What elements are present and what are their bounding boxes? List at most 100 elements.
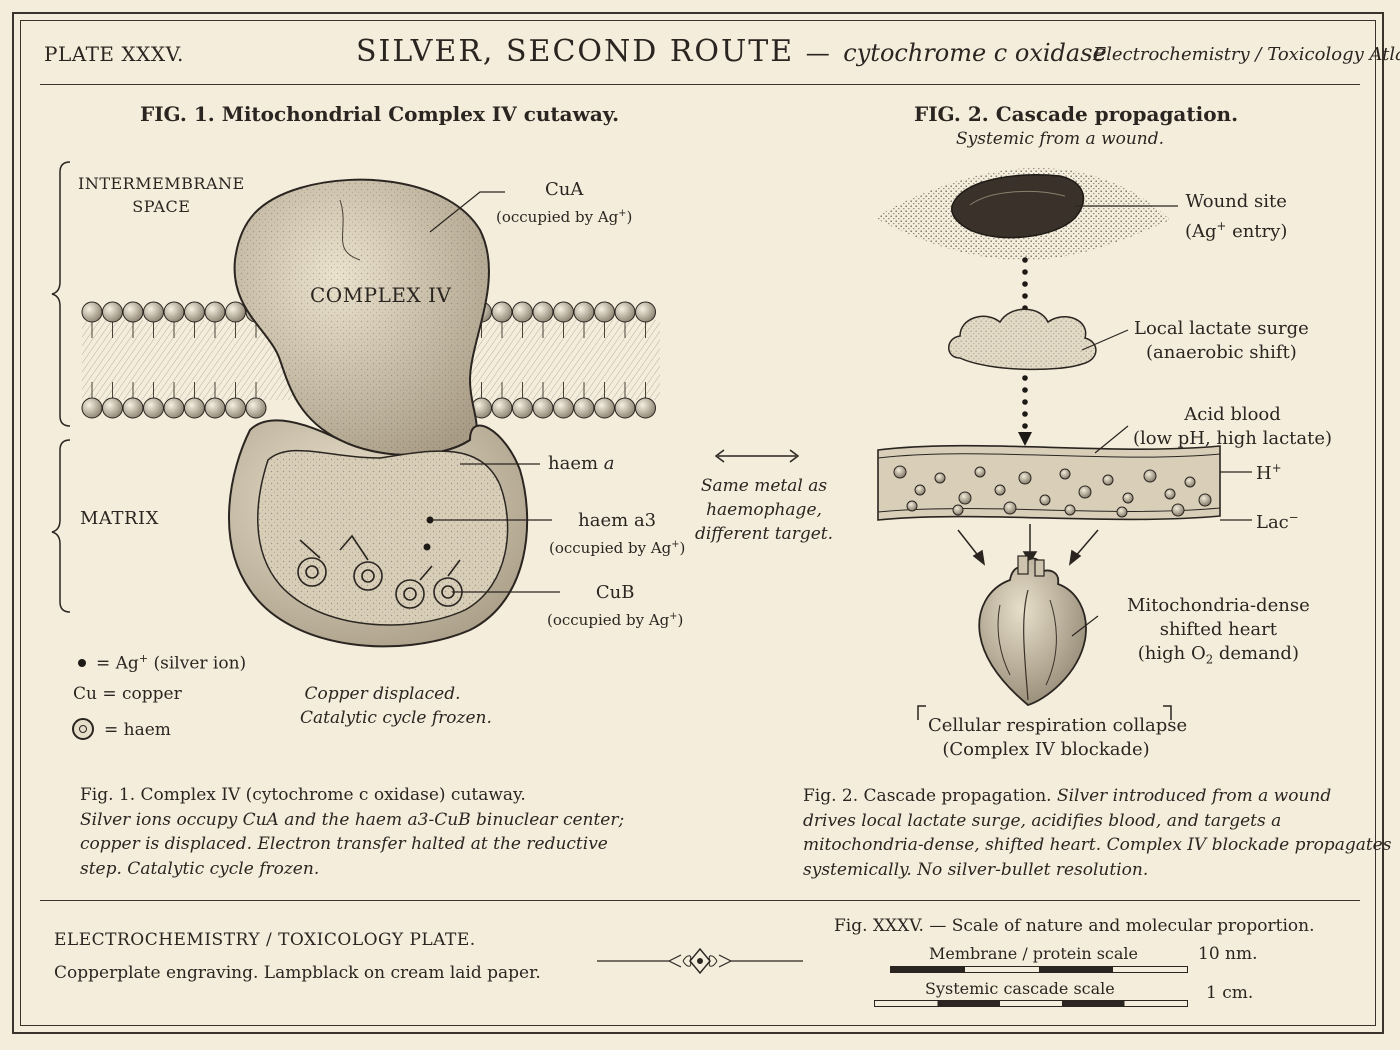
blood-cell xyxy=(1164,488,1176,500)
blood-cell xyxy=(893,465,907,479)
blood-cell xyxy=(1039,494,1051,506)
fig2-caption: Fig. 2. Cascade propagation. Silver intr… xyxy=(803,784,1391,882)
blood-cell xyxy=(1116,506,1128,518)
label-lactate-line: Local lactate surge xyxy=(1134,318,1309,339)
label-cub-name: CuB xyxy=(595,582,635,603)
lipid-head xyxy=(553,397,574,419)
blood-vessel-illustration xyxy=(877,444,1221,521)
blood-cell xyxy=(1064,504,1076,516)
fig1-leader-lines xyxy=(429,191,560,593)
label-h-plus: H+ xyxy=(1256,461,1282,484)
fig2-caption-line: systemically. No silver-bullet resolutio… xyxy=(803,859,1149,880)
label-cub-note: (occupied by Ag+) xyxy=(547,611,684,629)
label-lactate-line: (anaerobic shift) xyxy=(1146,342,1297,363)
label-wound-site: Wound site (Ag+ entry) xyxy=(1185,190,1287,244)
blood-cell xyxy=(958,491,972,505)
label-haem-a3-note: (occupied by Ag+) xyxy=(549,539,686,557)
fig1-caption-line: copper is displaced. Electron transfer h… xyxy=(80,834,608,854)
scale2-label: Systemic cascade scale xyxy=(925,979,1115,998)
region-label-intermembrane: INTERMEMBRANE SPACE xyxy=(78,172,245,218)
middle-note-line: Same metal as xyxy=(700,476,828,496)
page-title: SILVER, SECOND ROUTE — cytochrome c oxid… xyxy=(356,34,1107,69)
fig1-note-line: Copper displaced. xyxy=(304,684,461,704)
label-cua: CuA (occupied by Ag+) xyxy=(496,178,632,229)
middle-note: Same metal as haemophage, different targ… xyxy=(694,474,834,546)
label-heart: Mitochondria-dense shifted heart (high O… xyxy=(1127,594,1310,672)
cascade-dots-2 xyxy=(1018,375,1032,446)
lipid-head xyxy=(614,301,636,323)
lipid-head xyxy=(573,301,595,323)
blood-cell xyxy=(1143,469,1157,483)
label-cua-note: (occupied by Ag+) xyxy=(496,208,633,226)
fig1-caption: Fig. 1. Complex IV (cytochrome c oxidase… xyxy=(80,783,624,881)
fig1-note-line: Catalytic cycle frozen. xyxy=(300,708,492,728)
lipid-head xyxy=(491,397,513,419)
blood-cell xyxy=(1198,493,1212,507)
lipid-head xyxy=(163,301,185,323)
label-cua-name: CuA xyxy=(544,179,584,200)
fig2-heading: FIG. 2. Cascade propagation. xyxy=(914,102,1239,126)
outer-frame xyxy=(12,12,1384,1034)
label-acid-line: (low pH, high lactate) xyxy=(1133,428,1333,449)
blood-cell xyxy=(994,484,1006,496)
haem-icon xyxy=(72,718,94,740)
legend-cu: Cu = copper xyxy=(73,684,182,704)
haem-cluster xyxy=(297,534,463,609)
atlas-name: Electrochemistry / Toxicology Atlas xyxy=(1093,44,1400,65)
lipid-head xyxy=(225,301,246,323)
fig2-caption-line: drives local lactate surge, acidifies bl… xyxy=(803,810,1282,831)
lipid-head xyxy=(245,397,267,419)
lipid-head xyxy=(635,301,656,323)
middle-note-line: different target. xyxy=(694,524,834,544)
fig1-illustration xyxy=(51,161,660,667)
fig1-caption-line: Silver ions occupy CuA and the haem a3-C… xyxy=(80,809,625,830)
scale1-bar xyxy=(890,966,1188,973)
fig2-caption-line: mitochondria-dense, shifted heart. Compl… xyxy=(803,835,1392,855)
fig1-caption-title: Fig. 1. Complex IV (cytochrome c oxidase… xyxy=(80,785,526,805)
ag-ion-dot xyxy=(426,516,434,524)
lipid-head xyxy=(102,301,123,323)
blood-cell xyxy=(1018,471,1032,485)
scale1-label: Membrane / protein scale xyxy=(929,944,1139,963)
fig1-caption-line: step. Catalytic cycle frozen. xyxy=(80,858,320,879)
middle-note-line: haemophage, xyxy=(706,500,822,520)
label-respiration-collapse: Cellular respiration collapse (Complex I… xyxy=(928,714,1187,762)
region-line: INTERMEMBRANE xyxy=(78,174,245,193)
blood-cell xyxy=(952,504,964,516)
blood-cell xyxy=(934,472,946,484)
lipid-head xyxy=(102,397,123,419)
ornament-icon xyxy=(597,947,803,975)
inner-frame xyxy=(20,20,1376,1026)
heart-illustration xyxy=(978,555,1087,706)
blood-cell xyxy=(1184,476,1196,488)
legend-ag-dot xyxy=(78,659,86,667)
fig1-heading: FIG. 1. Mitochondrial Complex IV cutaway… xyxy=(140,102,620,126)
lipid-head xyxy=(512,301,533,323)
lipid-head xyxy=(532,397,554,419)
lipid-head xyxy=(225,397,246,419)
lipid-head xyxy=(184,301,205,323)
title-main: SILVER, SECOND ROUTE xyxy=(356,34,795,69)
lipid-head xyxy=(204,301,226,323)
label-wound-line: (Ag+ entry) xyxy=(1185,219,1288,242)
label-cub: CuB (occupied by Ag+) xyxy=(547,581,683,632)
title-subtitle: cytochrome c oxidase xyxy=(843,39,1107,67)
lipid-head xyxy=(143,397,164,419)
fig2-subheading: Systemic from a wound. xyxy=(956,129,1165,149)
label-wound-line: Wound site xyxy=(1185,191,1287,212)
title-dash: — xyxy=(805,39,832,67)
label-collapse-line: (Complex IV blockade) xyxy=(942,739,1150,760)
label-heart-line: (high O2 demand) xyxy=(1137,643,1299,667)
label-heart-line: Mitochondria-dense xyxy=(1127,595,1310,616)
footer-plate-type: ELECTROCHEMISTRY / TOXICOLOGY PLATE. xyxy=(54,930,476,950)
label-acid-line: Acid blood xyxy=(1184,404,1281,425)
label-haem-a: haem a xyxy=(548,453,615,474)
lipid-head xyxy=(614,397,636,419)
arrows-to-heart xyxy=(957,524,1099,566)
lipid-head xyxy=(594,301,615,323)
fig2-illustration xyxy=(875,167,1252,720)
label-lactate-surge: Local lactate surge (anaerobic shift) xyxy=(1134,317,1309,365)
blood-cell xyxy=(1003,501,1017,515)
scale1-value: 10 nm. xyxy=(1198,944,1258,964)
lipid-head xyxy=(143,301,164,323)
